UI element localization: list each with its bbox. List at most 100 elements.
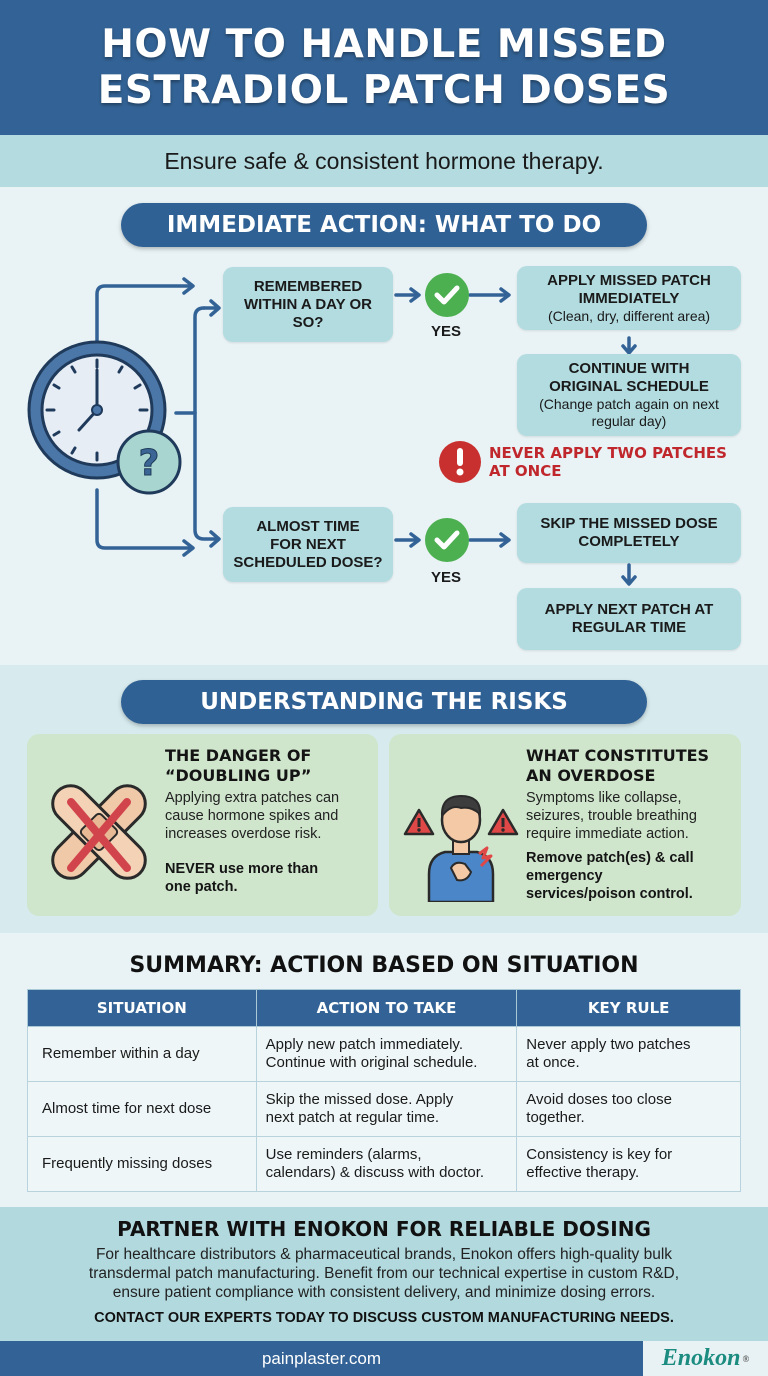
table-row: Almost time for next dose Skip the misse… (27, 1081, 741, 1137)
question-line: ALMOST TIME (256, 517, 360, 535)
column-header-action: ACTION TO TAKE (255, 989, 518, 1027)
title-line-2: ESTRADIOL PATCH DOSES (97, 67, 671, 113)
step-title-line: COMPLETELY (578, 533, 680, 550)
summary-table: SITUATION ACTION TO TAKE KEY RULE Rememb… (27, 989, 741, 1192)
step-skip-missed-dose: SKIP THE MISSED DOSE COMPLETELY (517, 503, 741, 563)
cell-line: Consistency is key for (526, 1146, 673, 1163)
cell-line: calendars) & discuss with doctor. (265, 1164, 485, 1181)
partner-section: PARTNER WITH ENOKON FOR RELIABLE DOSING … (0, 1207, 768, 1341)
step-note: regular day) (591, 413, 667, 429)
step-apply-next-patch: APPLY NEXT PATCH AT REGULAR TIME (517, 588, 741, 650)
cell-situation: Almost time for next dose (27, 1081, 257, 1137)
check-circle-icon (425, 273, 469, 317)
risk-card-doubling-up: THE DANGER OF “DOUBLING UP” Applying ext… (27, 734, 378, 916)
body-line: seizures, trouble breathing (526, 808, 697, 824)
risk-card-emphasis: NEVER use more than one patch. (165, 860, 370, 896)
table-header-row: SITUATION ACTION TO TAKE KEY RULE (27, 989, 741, 1027)
cell-line: effective therapy. (526, 1164, 640, 1181)
risk-card-emphasis: Remove patch(es) & call emergency servic… (526, 849, 736, 903)
svg-text:?: ? (139, 443, 160, 484)
question-line: SO? (292, 313, 324, 331)
cell-line: next patch at regular time. (265, 1109, 440, 1126)
title-line-1: HOW TO HANDLE MISSED (101, 21, 667, 67)
check-circle-icon (425, 518, 469, 562)
cell-situation: Remember within a day (27, 1026, 257, 1082)
cell-line: Never apply two patches (526, 1036, 691, 1053)
warning-line: AT ONCE (489, 462, 562, 480)
risk-card-overdose: WHAT CONSTITUTES AN OVERDOSE Symptoms li… (389, 734, 741, 916)
column-header-situation: SITUATION (27, 989, 257, 1027)
title-line: “DOUBLING UP” (165, 766, 312, 785)
body-line: require immediate action. (526, 826, 689, 842)
flow-connectors (95, 277, 637, 557)
subtitle: Ensure safe & consistent hormone therapy… (0, 135, 768, 187)
table-row: Frequently missing doses Use reminders (… (27, 1136, 741, 1192)
cell-action: Use reminders (alarms,calendars) & discu… (255, 1136, 518, 1192)
cell-line: Avoid doses too close (526, 1091, 672, 1108)
step-title-line: SKIP THE MISSED DOSE (540, 515, 718, 532)
body-line: Applying extra patches can (165, 790, 340, 806)
emphasis-line: emergency (526, 868, 603, 884)
question-line: WITHIN A DAY OR (243, 295, 373, 313)
question-line: SCHEDULED DOSE? (233, 553, 383, 571)
yes-label: YES (431, 323, 462, 340)
section-title-risks: UNDERSTANDING THE RISKS (121, 680, 647, 724)
cell-line: Apply new patch immediately. (265, 1036, 463, 1053)
title-line: THE DANGER OF (165, 746, 312, 765)
cell-action: Apply new patch immediately.Continue wit… (255, 1026, 518, 1082)
footer-bar: painplaster.com (0, 1341, 643, 1376)
question-line: FOR NEXT (270, 535, 346, 553)
registered-mark: ® (742, 1353, 750, 1364)
brand-name: Enokon (661, 1345, 741, 1371)
body-line: ensure patient compliance with consisten… (112, 1284, 656, 1301)
clock-question-icon: ? (27, 340, 187, 505)
body-line: Symptoms like collapse, (526, 790, 682, 806)
risk-card-text: WHAT CONSTITUTES AN OVERDOSE Symptoms li… (526, 746, 736, 903)
body-line: cause hormone spikes and (165, 808, 339, 824)
emphasis-line: one patch. (165, 879, 238, 895)
risk-card-body: Symptoms like collapse, seizures, troubl… (526, 789, 736, 843)
step-apply-missed-patch: APPLY MISSED PATCH IMMEDIATELY (Clean, d… (517, 266, 741, 330)
emphasis-line: Remove patch(es) & call (526, 850, 694, 866)
step-title-line: REGULAR TIME (571, 619, 687, 636)
step-title-line: APPLY NEXT PATCH AT (544, 601, 714, 618)
step-note: (Change patch again on next (539, 396, 719, 412)
risk-card-text: THE DANGER OF “DOUBLING UP” Applying ext… (165, 746, 370, 896)
exclamation-circle-icon (439, 441, 481, 483)
title-line: AN OVERDOSE (526, 766, 656, 785)
question-line: REMEMBERED (253, 277, 363, 295)
title-line: WHAT CONSTITUTES (526, 746, 710, 765)
body-line: increases overdose risk. (165, 826, 322, 842)
cell-line: Skip the missed dose. Apply (265, 1091, 454, 1108)
body-line: transdermal patch manufacturing. Benefit… (88, 1265, 680, 1282)
warning-line: NEVER APPLY TWO PATCHES (489, 444, 727, 462)
step-title-line: ORIGINAL SCHEDULE (549, 378, 709, 395)
crossed-patches-icon (39, 772, 159, 897)
arrow-down-icon (621, 563, 637, 586)
emphasis-line: services/poison control. (526, 886, 693, 902)
cell-line: Use reminders (alarms, (265, 1146, 422, 1163)
step-title-line: CONTINUE WITH (568, 360, 690, 377)
cell-line: at once. (526, 1054, 580, 1071)
step-title-line: APPLY MISSED PATCH (547, 271, 711, 289)
page-title: HOW TO HANDLE MISSED ESTRADIOL PATCH DOS… (98, 22, 670, 114)
website-link[interactable]: painplaster.com (261, 1348, 382, 1368)
step-title-line: IMMEDIATELY (578, 289, 680, 307)
warning-never-two-patches: NEVER APPLY TWO PATCHES AT ONCE (489, 444, 727, 480)
contact-cta: CONTACT OUR EXPERTS TODAY TO DISCUSS CUS… (94, 1310, 674, 1326)
table-row: Remember within a day Apply new patch im… (27, 1026, 741, 1082)
partner-body: For healthcare distributors & pharmaceut… (0, 1245, 768, 1302)
cell-line: together. (526, 1109, 585, 1126)
section-title-immediate-action: IMMEDIATE ACTION: WHAT TO DO (121, 203, 647, 247)
cell-line: Continue with original schedule. (265, 1054, 478, 1071)
question-almost-time-next-dose: ALMOST TIME FOR NEXT SCHEDULED DOSE? (223, 507, 393, 582)
risk-card-title: THE DANGER OF “DOUBLING UP” (165, 746, 370, 786)
header-banner: HOW TO HANDLE MISSED ESTRADIOL PATCH DOS… (0, 0, 768, 135)
summary-title: SUMMARY: ACTION BASED ON SITUATION (129, 953, 639, 978)
emphasis-line: NEVER use more than (165, 861, 319, 877)
question-remembered-within-day: REMEMBERED WITHIN A DAY OR SO? (223, 267, 393, 342)
risk-card-body: Applying extra patches can cause hormone… (165, 789, 370, 843)
